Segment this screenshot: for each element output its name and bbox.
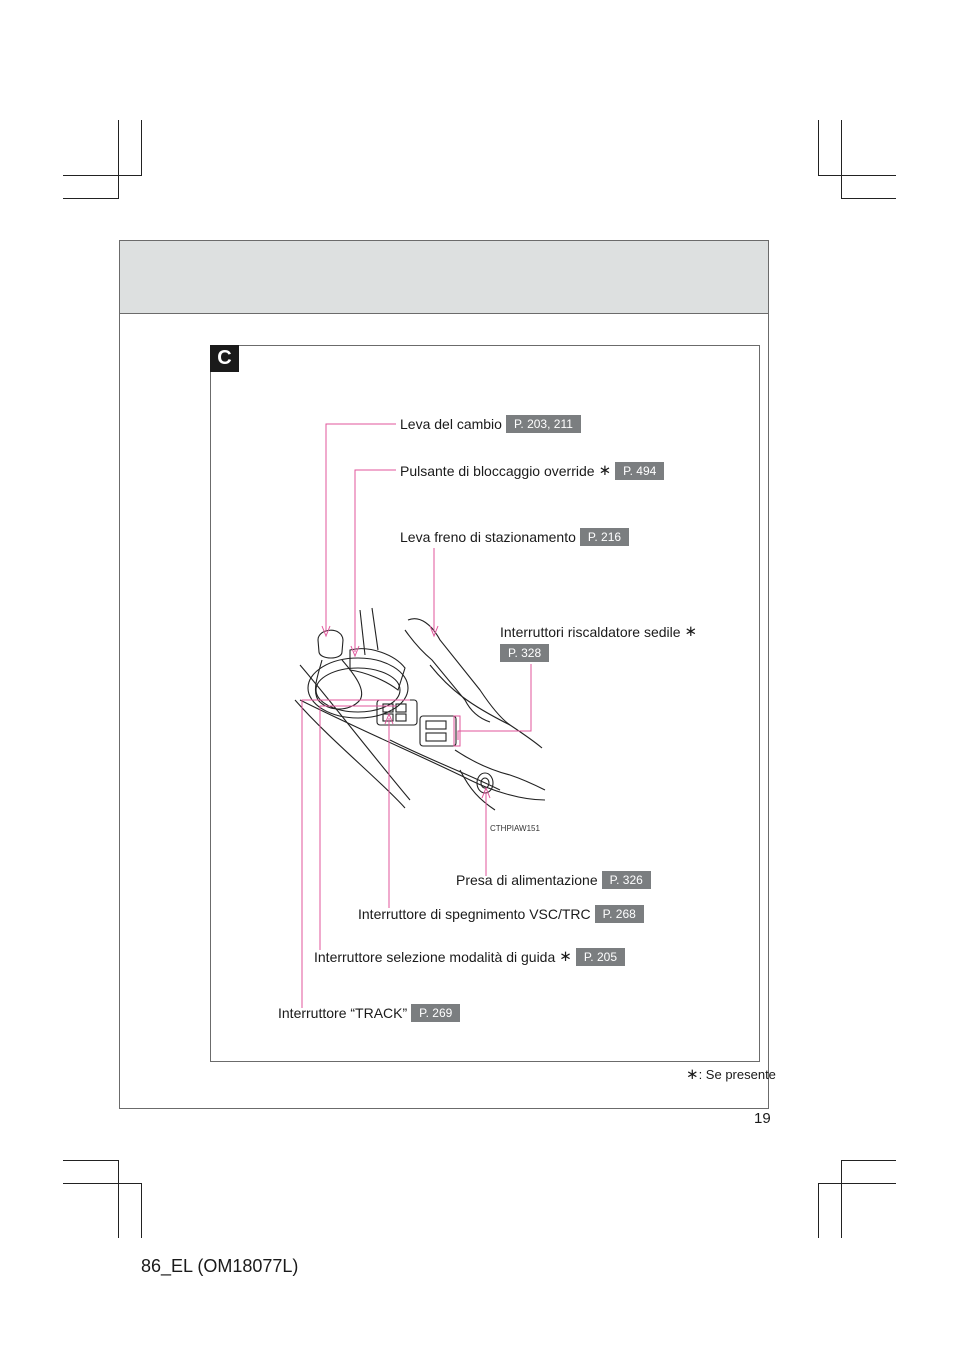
crop-mark [141,1183,142,1238]
page-frame [119,240,769,1109]
crop-mark [841,120,842,199]
callout-shift-lock-override: Pulsante di bloccaggio override ∗ P. 494 [400,462,665,480]
callout-vsc-trc-off: Interruttore di spegnimento VSC/TRC P. 2… [358,905,644,923]
crop-mark [63,198,119,199]
header-band [120,241,768,314]
crop-mark [818,1183,819,1238]
callout-power-outlet: Presa di alimentazione P. 326 [456,871,651,889]
crop-mark [818,120,819,176]
page-ref-badge[interactable]: P. 494 [615,462,665,480]
crop-mark [841,1160,896,1161]
crop-mark [818,175,896,176]
callout-label: Presa di alimentazione [456,872,598,888]
page-ref-badge[interactable]: P. 326 [601,871,651,889]
crop-mark [63,1160,119,1161]
callout-track: Interruttore “TRACK” P. 269 [278,1004,461,1022]
crop-mark [141,120,142,176]
callout-label: Interruttori riscaldatore sedile [500,624,681,640]
callout-label: Interruttore selezione modalità di guida [314,949,556,965]
footnote-text: : Se presente [698,1067,776,1082]
callout-label: Pulsante di bloccaggio override [400,463,595,479]
section-box [210,345,760,1062]
callout-shift-lever: Leva del cambio P. 203, 211 [400,415,581,433]
crop-mark [63,1183,142,1184]
callout-seat-heater: Interruttori riscaldatore sedile ∗ [500,623,697,641]
section-badge: C [210,345,239,372]
illustration-code: CTHPIAW151 [490,824,540,833]
crop-mark [841,198,896,199]
center-console-drawing [294,607,546,811]
document-code: 86_EL (OM18077L) [141,1256,299,1276]
page-ref-badge[interactable]: P. 205 [575,948,625,966]
callout-label: Leva freno di stazionamento [400,529,576,545]
page-ref-badge[interactable]: P. 328 [500,644,550,662]
crop-mark [841,1160,842,1238]
optional-star-icon: ∗ [598,462,612,479]
crop-mark [118,120,119,199]
page-ref-badge[interactable]: P. 216 [579,528,630,546]
callout-drive-mode: Interruttore selezione modalità di guida… [314,948,625,966]
page-number: 19 [754,1110,771,1127]
optional-star-icon: ∗ [686,1066,699,1083]
crop-mark [63,175,142,176]
page-ref-badge[interactable]: P. 203, 211 [505,415,581,433]
page-ref-badge[interactable]: P. 269 [411,1004,461,1022]
optional-star-icon: ∗ [559,948,572,965]
leader-lines [301,423,532,1008]
callout-seat-heater-ref: P. 328 [500,644,550,662]
optional-star-icon: ∗ [684,623,698,640]
crop-mark [118,1160,119,1238]
footnote: ∗ : Se presente [686,1066,776,1084]
callout-label: Interruttore “TRACK” [278,1005,408,1021]
callout-label: Interruttore di spegnimento VSC/TRC [358,906,591,922]
callout-label: Leva del cambio [400,416,502,432]
crop-mark [818,1183,896,1184]
callout-parking-brake: Leva freno di stazionamento P. 216 [400,528,630,546]
page-ref-badge[interactable]: P. 268 [594,905,644,923]
